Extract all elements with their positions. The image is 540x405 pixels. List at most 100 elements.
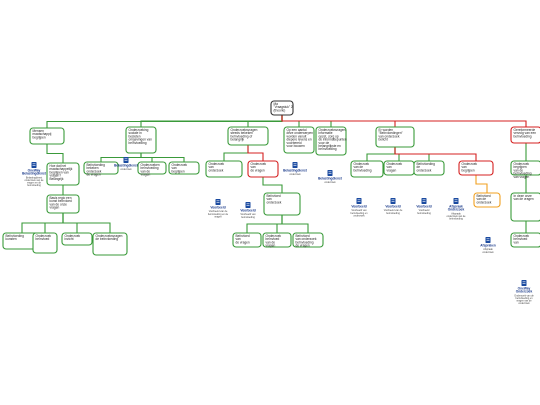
node-n15-box: [292, 232, 324, 248]
document-icon: [356, 198, 362, 204]
edge-b6-n19: [394, 147, 477, 161]
source-s3-description: onderzoek: [289, 173, 301, 176]
edge-n2-n4: [44, 213, 64, 233]
edge-n12-n14: [276, 215, 283, 233]
node-n11-box: [247, 160, 279, 178]
document-icon: [453, 198, 459, 204]
edge-n11-n12: [262, 177, 283, 193]
source-s4-description: onderzoek: [324, 181, 336, 184]
source-s11-title: Afspraken: [480, 244, 496, 248]
document-icon: [245, 202, 251, 208]
node-n19-box: [458, 160, 494, 176]
document-icon: [421, 198, 427, 204]
node-root[interactable]: Ma"Vraagstuk" 2(theorie): [270, 100, 294, 116]
document-icon: [327, 170, 333, 176]
edge-n19-n20: [475, 175, 488, 193]
edge-b2-n9: [140, 153, 185, 162]
node-n22-box: [510, 192, 540, 222]
node-n10-box: [205, 160, 243, 178]
document-icon: [292, 162, 298, 168]
source-s3-title: Belastingdienst: [283, 169, 308, 173]
node-root-label: Ma"Vraagstuk" 2(theorie): [274, 102, 293, 112]
edge-n12-n15: [281, 215, 309, 233]
node-b1-box: [29, 127, 65, 145]
edge-layer: [21, 115, 527, 233]
node-b7-box: [510, 126, 540, 144]
node-root-box: [270, 100, 294, 116]
edge-b3-n11: [247, 145, 264, 161]
edge-b2-n7: [100, 153, 142, 162]
node-n2-box: [46, 194, 80, 214]
node-n16-box: [350, 160, 384, 178]
edge-root-b3: [247, 115, 283, 127]
